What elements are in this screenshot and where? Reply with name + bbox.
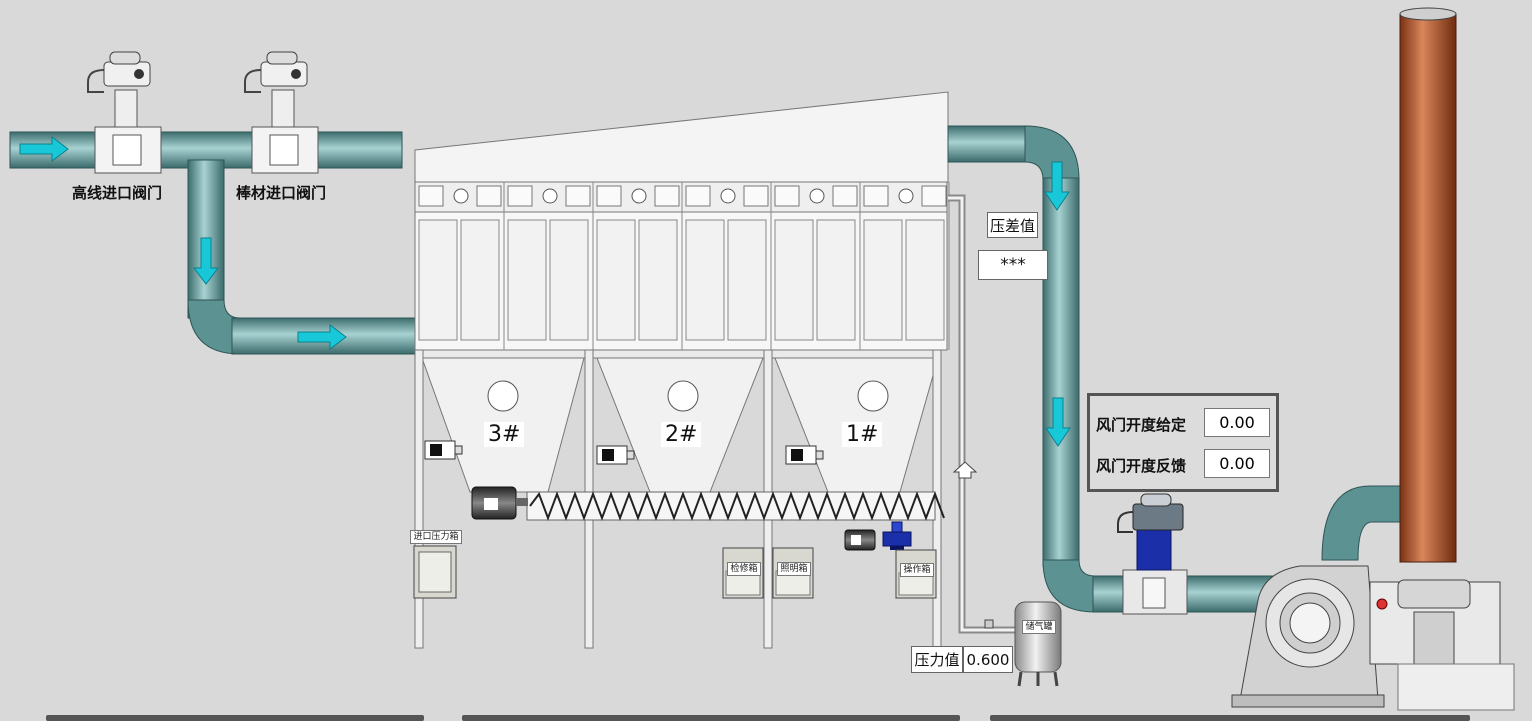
hopper-1-label: 1# xyxy=(842,422,883,447)
outlet-duct xyxy=(947,125,1401,613)
damper-feedback-label: 风门开度反馈 xyxy=(1096,457,1187,475)
high-line-inlet-valve[interactable] xyxy=(87,51,162,174)
maintenance-cabinet-label: 检修箱 xyxy=(727,562,761,576)
bar-inlet-valve-label: 棒材进口阀门 xyxy=(236,184,327,202)
bottom-bar xyxy=(46,715,424,721)
air-tank[interactable] xyxy=(984,601,1062,687)
air-pipe-inner xyxy=(948,196,1015,632)
vibrator-motor[interactable] xyxy=(785,445,824,465)
hopper-2-label: 2# xyxy=(661,422,702,447)
pressure-diff-value: *** xyxy=(978,250,1048,280)
discharge-motor[interactable] xyxy=(844,529,876,551)
damper-setpoint-label: 风门开度给定 xyxy=(1096,416,1187,434)
flow-arrow-icon xyxy=(1044,161,1071,447)
hopper-level-indicators xyxy=(487,380,889,412)
screw-conveyor[interactable] xyxy=(526,491,945,521)
pressure-label: 压力值 xyxy=(911,646,963,673)
inlet-duct xyxy=(9,131,417,355)
vibrator-motor[interactable] xyxy=(424,440,463,460)
inlet-pressure-cabinet-label: 进口压力箱 xyxy=(410,530,462,544)
vibrator-motor[interactable] xyxy=(596,445,635,465)
conveyor-motor[interactable] xyxy=(471,486,528,520)
exhaust-fan[interactable] xyxy=(1231,565,1515,711)
bottom-bar xyxy=(990,715,1470,721)
pressure-value: 0.600 xyxy=(963,646,1013,673)
high-line-inlet-valve-label: 高线进口阀门 xyxy=(72,184,163,202)
discharge-valve-icon[interactable] xyxy=(882,521,912,550)
damper-valve[interactable] xyxy=(1117,493,1188,615)
hopper-3-label: 3# xyxy=(484,422,525,447)
bottom-bar xyxy=(462,715,960,721)
bar-inlet-valve[interactable] xyxy=(244,51,319,174)
lighting-cabinet-label: 照明箱 xyxy=(777,562,811,576)
pressure-diff-label: 压差值 xyxy=(987,212,1038,238)
inlet-pressure-cabinet[interactable] xyxy=(413,545,457,599)
up-arrow-icon xyxy=(952,461,978,479)
damper-setpoint-input[interactable]: 0.00 xyxy=(1204,408,1270,437)
operation-cabinet-label: 操作箱 xyxy=(900,563,934,577)
flow-arrow-icon xyxy=(19,136,347,350)
air-tank-label: 储气罐 xyxy=(1022,620,1056,634)
bag-modules xyxy=(418,182,950,350)
damper-control-panel: 风门开度给定 0.00 风门开度反馈 0.00 xyxy=(1087,393,1279,492)
damper-feedback-value: 0.00 xyxy=(1204,449,1270,478)
exhaust-stack xyxy=(1399,7,1457,563)
